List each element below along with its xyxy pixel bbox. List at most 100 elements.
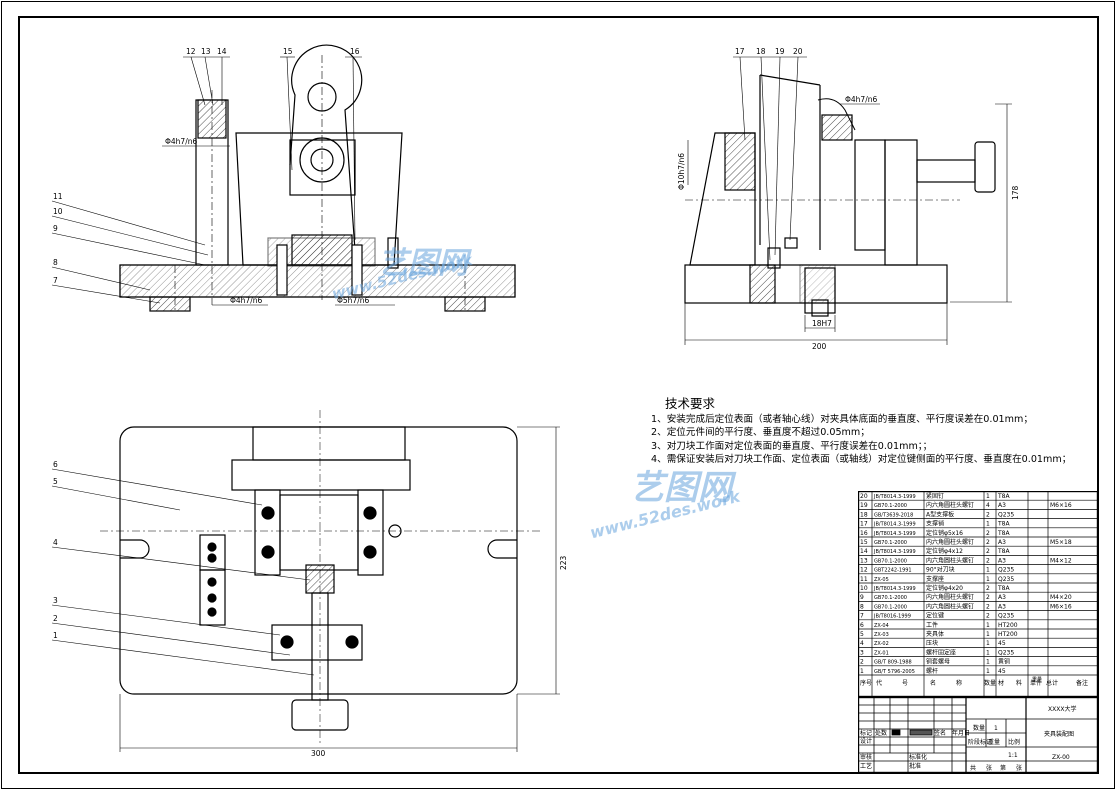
tb-drawing-name: 夹具装配图 bbox=[1044, 730, 1074, 738]
bom-cell-r5-c1: 16 bbox=[860, 530, 868, 537]
bom-cell-r1-c5: T8A bbox=[997, 493, 1010, 500]
bom-header-9: 单件 bbox=[1030, 679, 1042, 687]
bom-cell-r20-c4: 1 bbox=[986, 668, 990, 675]
bom-header-1: 序号 bbox=[860, 679, 872, 687]
tb-label-weight: 重量 bbox=[988, 738, 1000, 746]
bom-cell-r11-c1: 10 bbox=[860, 585, 868, 592]
bom-cell-r3-c2: GB/T3639-2018 bbox=[874, 512, 913, 518]
label-10: 10 bbox=[53, 207, 63, 216]
bom-cell-r11-c5: T8A bbox=[997, 585, 1010, 592]
bom-cell-r9-c5: Q235 bbox=[998, 567, 1014, 574]
tb-label-design: 设计 bbox=[860, 737, 872, 745]
bom-cell-r8-c2: GB70.1-2000 bbox=[874, 558, 907, 564]
bom-cell-r4-c3: 支撑销 bbox=[926, 520, 944, 528]
tb-label-stage: 阶段标记 bbox=[968, 738, 992, 746]
label-4: 4 bbox=[53, 538, 58, 547]
dim-side-width: 200 bbox=[812, 342, 827, 351]
bom-cell-r19-c4: 1 bbox=[986, 659, 990, 666]
bom-cell-r5-c5: T8A bbox=[997, 530, 1010, 537]
bom-cell-r4-c2: JB/T8014.3-1999 bbox=[873, 522, 916, 528]
requirement-line-4: 4、需保证安装后对刀块工作面、定位表面（或轴线）对定位键侧面的平行度、垂直度在0… bbox=[651, 454, 1072, 466]
bom-cell-r2-c6: M6×16 bbox=[1050, 502, 1072, 509]
bom-cell-r19-c1: 2 bbox=[860, 659, 864, 666]
label-11: 11 bbox=[53, 192, 63, 201]
bom-cell-r5-c3: 定位销φ5x16 bbox=[926, 529, 963, 537]
bom-cell-r5-c4: 2 bbox=[986, 530, 990, 537]
bom-cell-r3-c5: Q235 bbox=[998, 511, 1014, 518]
bom-cell-r15-c2: ZX-04 bbox=[874, 623, 889, 629]
bom-cell-r12-c6: M4×20 bbox=[1050, 594, 1072, 601]
bom-cell-r7-c5: T8A bbox=[997, 548, 1010, 555]
bom-cell-r9-c2: GBT2242-1991 bbox=[874, 568, 912, 574]
tb-label-approve: 批准 bbox=[909, 762, 921, 770]
bom-cell-r17-c2: ZX-02 bbox=[874, 641, 889, 647]
bom-cell-r4-c1: 17 bbox=[860, 521, 868, 528]
fit-side-top: Φ4h7/n6 bbox=[845, 95, 877, 104]
bom-cell-r8-c3: 内六角圆柱头螺钉 bbox=[926, 556, 974, 564]
tb-row-label-sign: 签名 bbox=[934, 729, 946, 737]
bom-cell-r17-c4: 1 bbox=[986, 640, 990, 647]
bom-cell-r13-c6: M6×16 bbox=[1050, 603, 1072, 610]
bom-cell-r1-c2: JB/T8014.3-1999 bbox=[873, 494, 916, 500]
inner-frame bbox=[18, 16, 1099, 774]
bom-cell-r10-c2: ZX-05 bbox=[874, 577, 889, 583]
tb-label-review: 审核 bbox=[860, 753, 872, 761]
watermark-brand-1: 艺图网 bbox=[378, 246, 468, 281]
bom-cell-r1-c1: 20 bbox=[860, 493, 868, 500]
bom-cell-r19-c5: 黄铜 bbox=[998, 658, 1010, 666]
fit-side-left: Φ10h7/n6 bbox=[677, 153, 686, 190]
bom-cell-r2-c2: GB70.1-2000 bbox=[874, 503, 907, 509]
tb-value-scale: 1:1 bbox=[1008, 752, 1018, 759]
bom-cell-r14-c4: 2 bbox=[986, 613, 990, 620]
technical-requirements: 技术要求 1、安装完成后定位表面（或者轴心线）对夹具体底面的垂直度、平行度误差在… bbox=[651, 397, 1091, 467]
bom-cell-r2-c4: 4 bbox=[986, 502, 990, 509]
label-19: 19 bbox=[775, 47, 785, 56]
bom-header-5: 称 bbox=[956, 679, 962, 687]
bom-cell-r10-c4: 1 bbox=[986, 576, 990, 583]
requirements-title: 技术要求 bbox=[665, 396, 716, 411]
bom-cell-r12-c2: GB70.1-2000 bbox=[874, 595, 907, 601]
bom-cell-r1-c4: 1 bbox=[986, 493, 990, 500]
bom-cell-r18-c1: 3 bbox=[860, 649, 864, 656]
tb-sheet-unit-2: 张 bbox=[1016, 764, 1022, 772]
bom-cell-r6-c3: 内六角圆柱头螺钉 bbox=[926, 538, 974, 546]
bom-cell-r6-c6: M5×18 bbox=[1050, 539, 1072, 546]
bom-cell-r15-c5: HT200 bbox=[998, 622, 1018, 629]
bom-cell-r6-c5: A3 bbox=[998, 539, 1006, 546]
bom-cell-r11-c3: 定位销φ4x20 bbox=[926, 584, 963, 592]
bom-cell-r6-c2: GB70.1-2000 bbox=[874, 540, 907, 546]
bom-cell-r16-c4: 1 bbox=[986, 631, 990, 638]
bom-cell-r4-c5: T8A bbox=[997, 521, 1010, 528]
bom-cell-r18-c5: Q235 bbox=[998, 649, 1014, 656]
bom-cell-r1-c3: 紧固钉 bbox=[926, 492, 944, 500]
side-view bbox=[684, 56, 1012, 345]
bom-cell-r17-c1: 4 bbox=[860, 640, 864, 647]
front-view bbox=[51, 44, 516, 312]
label-20: 20 bbox=[793, 47, 803, 56]
bom-header-7: 材 bbox=[998, 679, 1004, 687]
bom-header-3: 号 bbox=[902, 680, 908, 687]
bom-cell-r18-c2: ZX-01 bbox=[874, 650, 889, 656]
tb-drawing-no: ZX-00 bbox=[1052, 754, 1070, 761]
bom-cell-r16-c3: 夹具体 bbox=[926, 630, 944, 638]
bom-cell-r10-c1: 11 bbox=[860, 576, 868, 583]
bom-cell-r19-c3: 铜套螺母 bbox=[926, 658, 950, 666]
bom-mass-label: 重量 bbox=[1032, 676, 1042, 683]
bom-cell-r14-c5: Q235 bbox=[998, 613, 1014, 620]
top-view bbox=[51, 410, 560, 752]
fit-front-top: Φ4h7/n6 bbox=[165, 137, 197, 146]
bom-cell-r18-c3: 螺杆固定座 bbox=[926, 648, 956, 656]
bom-cell-r13-c2: GB70.1-2000 bbox=[874, 604, 907, 610]
bom-cell-r14-c1: 7 bbox=[860, 613, 864, 620]
requirement-line-3: 3、对刀块工作面对定位表面的垂直度、平行度误差在0.01mm；； bbox=[651, 440, 933, 452]
bom-cell-r13-c3: 内六角圆柱头螺钉 bbox=[926, 602, 974, 610]
bom-header-2: 代 bbox=[876, 679, 882, 687]
label-7: 7 bbox=[53, 276, 58, 285]
tb-row-label-count: 处数 bbox=[875, 729, 887, 737]
tb-school: XXXX大学 bbox=[1048, 705, 1076, 713]
bom-cell-r16-c1: 5 bbox=[860, 631, 864, 638]
label-16: 16 bbox=[350, 47, 360, 56]
bom-header-11: 备注 bbox=[1076, 679, 1088, 687]
dim-side-height: 178 bbox=[1011, 185, 1020, 200]
